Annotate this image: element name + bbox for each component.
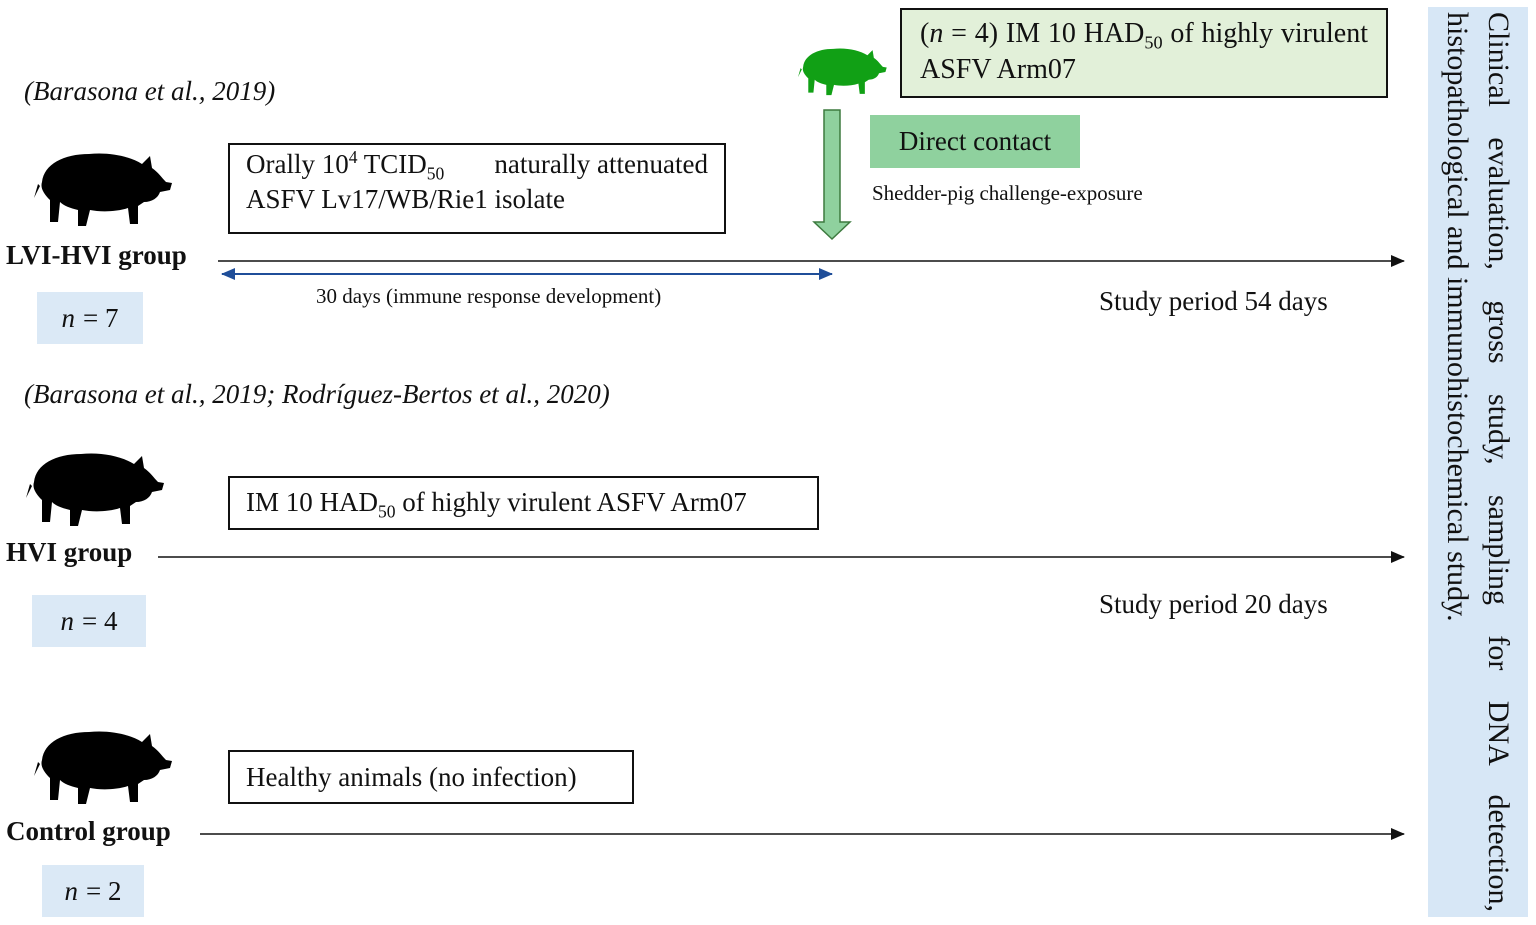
wild-boar-icon — [34, 153, 172, 226]
interval-label: 30 days (immune response development) — [316, 284, 662, 308]
study-period-hvi: Study period 20 days — [1099, 589, 1328, 619]
reference-hvi: (Barasona et al., 2019; Rodríguez-Bertos… — [24, 379, 610, 409]
n-symbol: n — [61, 302, 76, 333]
treatment-sub: 50 — [378, 501, 396, 522]
n-box-hvi: n= 4 — [32, 595, 146, 647]
shedder-sub: 50 — [1144, 32, 1163, 53]
shedder-text: ( — [920, 18, 930, 49]
challenge-down-arrow — [812, 109, 852, 241]
treatment-line-2: ASFV Lv17/WB/Rie1 isolate — [246, 184, 566, 214]
treatment-sub: 50 — [426, 163, 445, 184]
n-symbol: n — [64, 875, 79, 906]
treatment-box-hvi: IM 10 HAD50 of highly virulent ASFV Arm0… — [228, 476, 819, 530]
n-box-control: n= 2 — [42, 865, 144, 917]
n-symbol: n — [60, 605, 75, 636]
n-box-lvi-hvi: n= 7 — [37, 292, 143, 344]
treatment-text: naturally attenuated — [494, 149, 708, 179]
shedder-n-symbol: n — [929, 18, 944, 49]
outcome-side-panel — [1428, 7, 1528, 917]
treatment-text: Orally 10 — [246, 149, 349, 179]
treatment-box-lvi-hvi: Orally 104 TCID50 naturally attenuated A… — [228, 143, 726, 234]
treatment-text: of highly virulent ASFV Arm07 — [395, 487, 747, 517]
n-value: = 7 — [83, 302, 119, 333]
direct-contact-box: Direct contact — [870, 115, 1080, 168]
shedder-boar-icon — [798, 48, 887, 96]
reference-lvi-hvi: (Barasona et al., 2019) — [24, 76, 276, 106]
outcome-side-text: Clinical evaluation, gross study, sampli… — [1441, 12, 1515, 912]
group-label-control: Control group — [6, 816, 171, 846]
shedder-box: (n = 4) IM 10 HAD50 of highly virulent A… — [900, 8, 1388, 98]
treatment-text: IM 10 HAD — [246, 487, 378, 517]
wild-boar-icon — [34, 731, 172, 804]
group-label-hvi: HVI group — [6, 537, 133, 567]
treatment-line-1: Orally 104 TCID50 naturally attenuated — [246, 147, 708, 182]
study-period-lvi-hvi: Study period 54 days — [1099, 286, 1328, 316]
treatment-box-control: Healthy animals (no infection) — [228, 750, 634, 804]
shedder-text: of highly virulent ASFV Arm07 — [920, 18, 1368, 85]
shedder-text: = 4) IM 10 HAD — [943, 18, 1145, 49]
treatment-sup: 4 — [348, 147, 358, 167]
wild-boar-icon — [26, 453, 164, 526]
n-value: = 4 — [82, 605, 118, 636]
treatment-text: TCID — [357, 149, 427, 179]
n-value: = 2 — [86, 875, 122, 906]
group-label-lvi-hvi: LVI-HVI group — [6, 240, 187, 270]
exposure-label: Shedder-pig challenge-exposure — [872, 181, 1143, 205]
